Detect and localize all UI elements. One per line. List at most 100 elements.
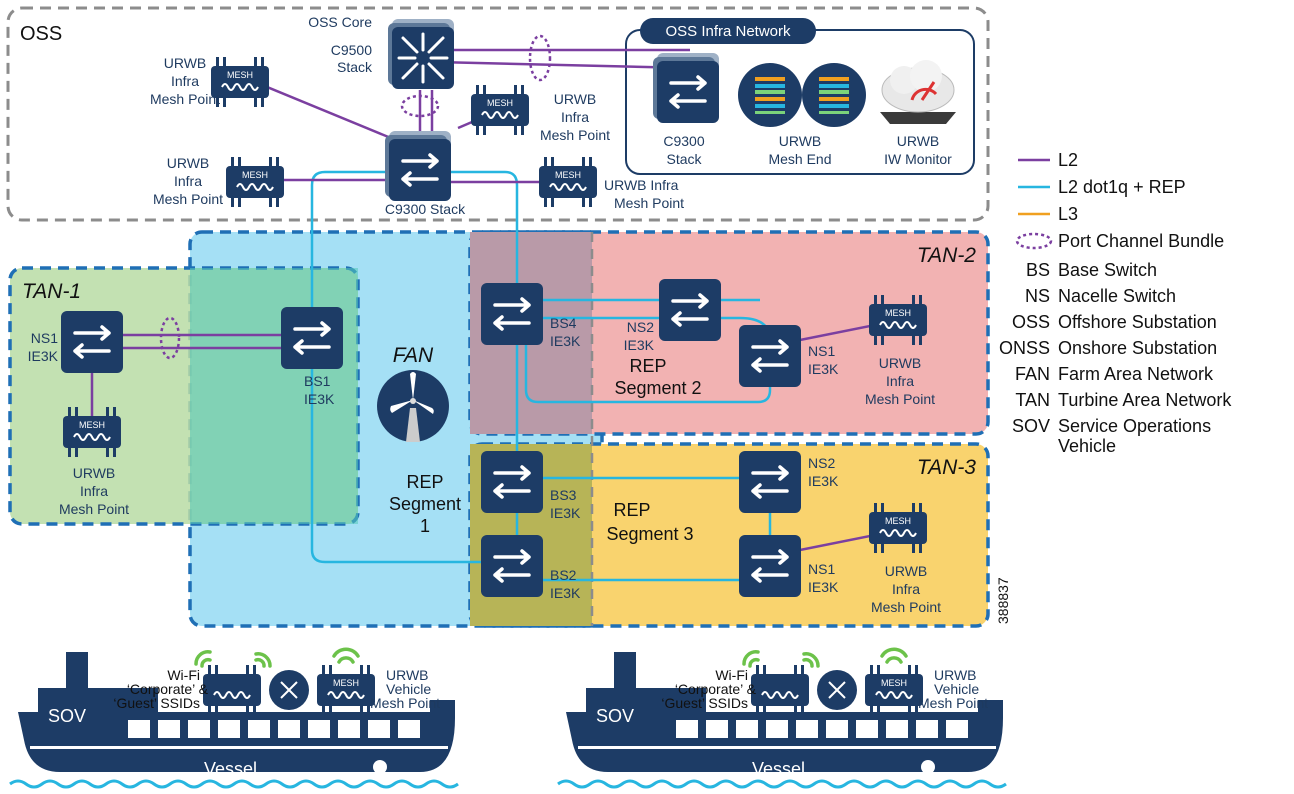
abbr-sov-value: Service Operations bbox=[1058, 416, 1211, 436]
svg-text:IE3K: IE3K bbox=[550, 505, 581, 521]
legend-rep: L2 dot1q + REP bbox=[1058, 177, 1186, 197]
svg-text:IE3K: IE3K bbox=[550, 333, 581, 349]
svg-text:Infra: Infra bbox=[886, 373, 914, 389]
urwb-vehicle-label-left: URWB bbox=[386, 667, 429, 683]
svg-text:‘Corporate’ &: ‘Corporate’ & bbox=[127, 681, 209, 697]
svg-text:Segment: Segment bbox=[389, 494, 461, 514]
svg-text:Mesh Point: Mesh Point bbox=[59, 501, 129, 517]
svg-text:Segment 3: Segment 3 bbox=[606, 524, 693, 544]
svg-text:Stack: Stack bbox=[666, 151, 702, 167]
abbr-tan-value: Turbine Area Network bbox=[1058, 390, 1232, 410]
bs3-label: BS3 bbox=[550, 487, 577, 503]
svg-text:IE3K: IE3K bbox=[808, 473, 839, 489]
rep-segment-3-label: REP bbox=[613, 500, 650, 520]
oss-infra-tab bbox=[640, 18, 816, 44]
vessel-right: SOV Vessel MESH Wi-Fi ‘Corporate’ & ‘Gue… bbox=[557, 647, 1007, 789]
oss-core-switch bbox=[388, 19, 454, 89]
mesh-right: MESH bbox=[538, 156, 598, 208]
svg-text:‘Guest’ SSIDs: ‘Guest’ SSIDs bbox=[661, 695, 748, 711]
svg-text:IE3K: IE3K bbox=[808, 361, 839, 377]
svg-text:‘Guest’ SSIDs: ‘Guest’ SSIDs bbox=[113, 695, 200, 711]
tan2-ns1-switch bbox=[737, 323, 803, 389]
abbr-fan-value: Farm Area Network bbox=[1058, 364, 1214, 384]
svg-text:Mesh Point: Mesh Point bbox=[865, 391, 935, 407]
svg-text:IE3K: IE3K bbox=[808, 579, 839, 595]
svg-text:Mesh Point: Mesh Point bbox=[871, 599, 941, 615]
mesh-topleft: MESH bbox=[210, 56, 270, 108]
bs2-label: BS2 bbox=[550, 567, 577, 583]
svg-text:‘Corporate’ &: ‘Corporate’ & bbox=[675, 681, 757, 697]
svg-text:MESH: MESH bbox=[885, 308, 911, 318]
tan2-mesh: MESH bbox=[868, 294, 928, 346]
abbr-bs-key: BS bbox=[1026, 260, 1050, 280]
svg-text:Infra: Infra bbox=[892, 581, 920, 597]
fan-title: FAN bbox=[393, 344, 434, 367]
svg-text:IE3K: IE3K bbox=[550, 585, 581, 601]
urwb-iw-monitor-label: URWB bbox=[897, 133, 940, 149]
svg-text:MESH: MESH bbox=[333, 678, 359, 688]
legend-l3: L3 bbox=[1058, 204, 1078, 224]
svg-text:Infra: Infra bbox=[174, 173, 202, 189]
rep-segment-1-label: REP bbox=[406, 472, 443, 492]
c9300-center-stack bbox=[385, 131, 451, 201]
svg-text:IW Monitor: IW Monitor bbox=[884, 151, 952, 167]
tan3-ns2-label: NS2 bbox=[808, 455, 835, 471]
svg-text:MESH: MESH bbox=[555, 170, 581, 180]
svg-text:MESH: MESH bbox=[227, 70, 253, 80]
c9300-infra-label: C9300 bbox=[663, 133, 704, 149]
tan2-mesh-label: URWB bbox=[879, 355, 922, 371]
svg-text:Infra: Infra bbox=[80, 483, 108, 499]
svg-text:Mesh Point: Mesh Point bbox=[918, 695, 988, 711]
wifi-label-left: Wi-Fi bbox=[167, 667, 200, 683]
svg-text:Vehicle: Vehicle bbox=[934, 681, 979, 697]
tan1-ns1-switch bbox=[59, 309, 125, 375]
svg-text:MESH: MESH bbox=[885, 516, 911, 526]
svg-text:Mesh Point: Mesh Point bbox=[150, 91, 220, 107]
oss-title: OSS bbox=[20, 23, 62, 45]
tan2-area bbox=[468, 230, 990, 436]
urwb-vehicle-label-right: URWB bbox=[934, 667, 977, 683]
tan1-mesh-label: URWB bbox=[73, 465, 116, 481]
svg-text:IE3K: IE3K bbox=[28, 348, 59, 364]
svg-text:Mesh Point: Mesh Point bbox=[614, 195, 684, 211]
abbr-ns-value: Nacelle Switch bbox=[1058, 286, 1176, 306]
abbr-sov-key: SOV bbox=[1012, 416, 1050, 436]
figure-id: 388837 bbox=[995, 577, 1011, 624]
urwb-mesh-end-icon bbox=[738, 63, 866, 127]
bs4-switch bbox=[479, 281, 545, 347]
abbr-onss-value: Onshore Substation bbox=[1058, 338, 1217, 358]
wifi-label-right: Wi-Fi bbox=[715, 667, 748, 683]
svg-text:Infra: Infra bbox=[561, 109, 589, 125]
mesh-center: MESH bbox=[470, 84, 530, 136]
mesh-left-label: URWB bbox=[167, 155, 210, 171]
svg-text:Mesh Point: Mesh Point bbox=[540, 127, 610, 143]
tan3-mesh-label: URWB bbox=[885, 563, 928, 579]
tan3-ns2-switch bbox=[737, 449, 803, 515]
sov-label-right: SOV bbox=[596, 706, 634, 726]
tan3-mesh: MESH bbox=[868, 502, 928, 554]
rep-segment-2-label: REP bbox=[629, 356, 666, 376]
svg-text:IE3K: IE3K bbox=[624, 337, 655, 353]
tan2-ns2-switch bbox=[657, 277, 723, 343]
bs3-switch bbox=[479, 449, 545, 515]
svg-text:MESH: MESH bbox=[487, 98, 513, 108]
mesh-left: MESH bbox=[225, 156, 285, 208]
abbr-oss-key: OSS bbox=[1012, 312, 1050, 332]
sov-label-left: SOV bbox=[48, 706, 86, 726]
legend: L2 L2 dot1q + REP L3 Port Channel Bundle… bbox=[999, 150, 1232, 456]
bs1-label: BS1 bbox=[304, 373, 331, 389]
c9300-center-label: C9300 Stack bbox=[385, 201, 466, 217]
abbr-sov-value2: Vehicle bbox=[1058, 436, 1116, 456]
tan1-title: TAN-1 bbox=[22, 280, 81, 303]
svg-text:Mesh Point: Mesh Point bbox=[370, 695, 440, 711]
tan2-ns1-label: NS1 bbox=[808, 343, 835, 359]
svg-text:MESH: MESH bbox=[79, 420, 105, 430]
svg-text:IE3K: IE3K bbox=[304, 391, 335, 407]
abbr-ns-key: NS bbox=[1025, 286, 1050, 306]
svg-text:Mesh Point: Mesh Point bbox=[153, 191, 223, 207]
mesh-center-label: URWB bbox=[554, 91, 597, 107]
abbr-onss-key: ONSS bbox=[999, 338, 1050, 358]
abbr-fan-key: FAN bbox=[1015, 364, 1050, 384]
abbr-bs-value: Base Switch bbox=[1058, 260, 1157, 280]
